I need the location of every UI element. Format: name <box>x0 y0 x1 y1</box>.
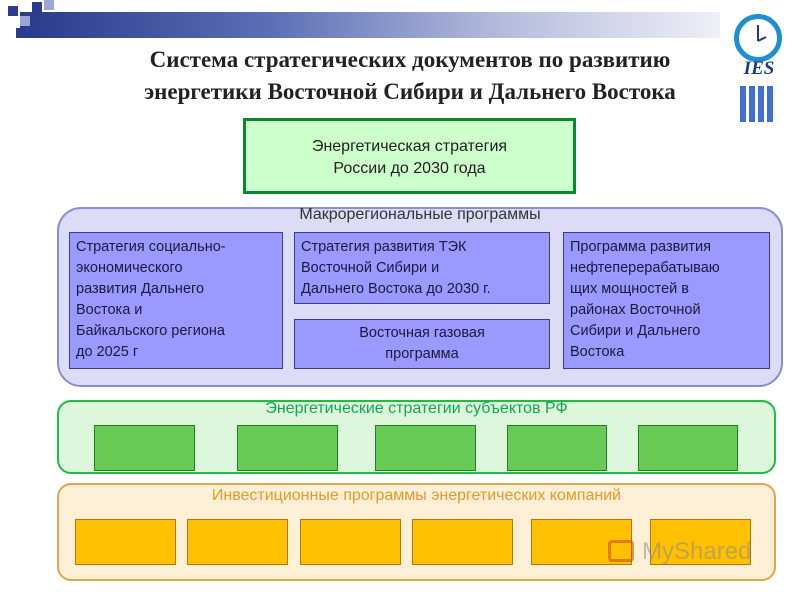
slide-title: Система стратегических документов по раз… <box>60 44 760 108</box>
header-square <box>20 16 30 26</box>
investment-program-box <box>412 519 513 565</box>
header-square <box>44 0 54 10</box>
header-gradient-bar <box>20 12 720 38</box>
subjects-strategies-title: Энергетические стратегии субъектов РФ <box>265 400 568 417</box>
program-box-gas: Восточная газовая программа <box>294 319 550 369</box>
logo-bars-icon <box>740 86 776 122</box>
investment-program-box <box>300 519 401 565</box>
energy-strategy-line: Энергетическая стратегия <box>311 138 508 155</box>
header-square <box>8 6 18 16</box>
program-box-line: программа <box>385 346 459 362</box>
subject-strategy-box <box>375 425 476 471</box>
slide-title-line: энергетики Восточной Сибири и Дальнего В… <box>144 79 676 104</box>
program-box-line: Стратегия развития ТЭК <box>301 239 467 255</box>
watermark-icon <box>608 540 634 562</box>
program-box-fuel-energy: Стратегия развития ТЭК Восточной Сибири … <box>294 232 550 304</box>
program-box-socioeconomic: Стратегия социально- экономического разв… <box>69 232 283 369</box>
investment-program-box <box>650 519 751 565</box>
program-box-oil-refining: Программа развития нефтеперерабатываю щи… <box>563 232 770 369</box>
energy-strategy-line: России до 2030 года <box>333 160 486 177</box>
program-box-line: Дальнего Востока до 2030 г. <box>301 281 491 297</box>
header-square <box>16 28 26 38</box>
program-box-line: развития Дальнего <box>76 281 205 297</box>
investment-program-box <box>75 519 176 565</box>
macro-programs-title: Макрорегиональные программы <box>299 206 541 223</box>
program-box-line: до 2025 г <box>76 344 139 360</box>
program-box-line: Восточной Сибири и <box>301 260 440 276</box>
program-box-line: районах Восточной <box>570 302 701 318</box>
program-box-line: Байкальского региона <box>76 323 225 339</box>
clock-logo-icon <box>734 14 782 62</box>
subject-strategy-box <box>94 425 195 471</box>
program-box-line: Восточная газовая <box>359 325 485 341</box>
program-box-line: Сибири и Дальнего <box>570 323 701 339</box>
subject-strategy-box <box>638 425 738 471</box>
header-square <box>32 2 42 12</box>
subject-strategy-box <box>237 425 338 471</box>
program-box-line: Стратегия социально- <box>76 239 226 255</box>
logo-text: IES <box>743 58 775 79</box>
program-box-line: щих мощностей в <box>570 281 689 297</box>
slide-title-line: Система стратегических документов по раз… <box>149 47 671 72</box>
subject-strategy-box <box>507 425 607 471</box>
program-box-line: Востока и <box>76 302 143 318</box>
watermark-text: MyShared <box>642 538 752 565</box>
investment-program-box <box>187 519 288 565</box>
energy-strategy-box: Энергетическая стратегия России до 2030 … <box>243 118 576 194</box>
program-box-line: Программа развития <box>570 239 712 255</box>
investment-programs-title: Инвестиционные программы энергетических … <box>211 487 622 504</box>
program-box-line: экономического <box>76 260 183 276</box>
program-box-line: нефтеперерабатываю <box>570 260 720 276</box>
program-box-line: Востока <box>570 344 625 360</box>
